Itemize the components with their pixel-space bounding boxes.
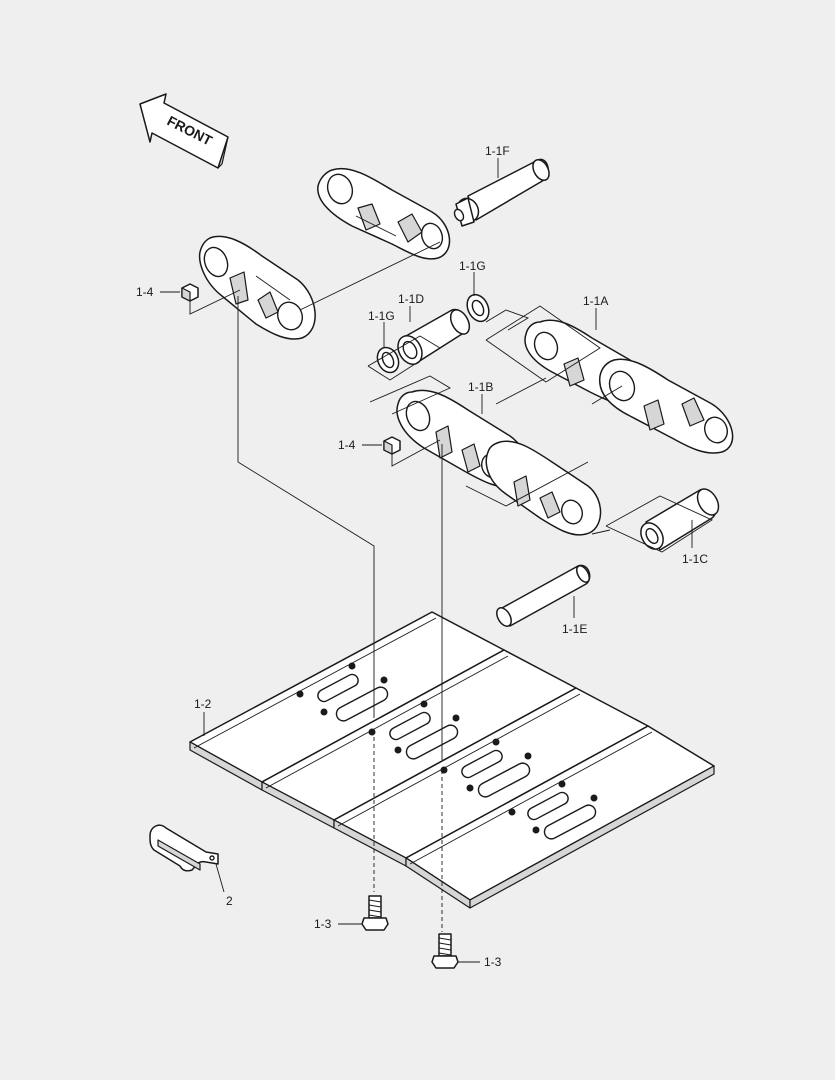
callout-leaders [160,158,693,963]
label-1-1G-left: 1-1G [368,309,395,323]
bushing-1-1D [397,308,471,365]
label-1-2: 1-2 [194,697,212,711]
pin-1-1F [453,158,550,227]
front-arrow: FRONT [139,93,229,169]
nut-1-4-mid [383,436,401,455]
bolt-1-3-right [431,933,459,969]
link-assembly-1-1B [369,375,602,536]
label-1-1G-top: 1-1G [459,259,486,273]
label-1-4-mid: 1-4 [338,438,356,452]
label-1-1D: 1-1D [398,292,424,306]
label-1-1A: 1-1A [583,294,608,308]
nut-1-4-top [181,283,199,302]
link-upper-left [198,235,316,340]
bushing-1-1C [605,488,720,553]
seal-1-1G-top [466,293,490,323]
label-1-1C: 1-1C [682,552,708,566]
label-1-4-top: 1-4 [136,285,154,299]
track-shoes-1-2 [189,611,715,909]
label-1-3-left: 1-3 [314,917,332,931]
label-1-1B: 1-1B [468,380,493,394]
link-assembly-1-1A [485,305,734,454]
label-1-1F: 1-1F [485,144,510,158]
link-upper-right [317,167,451,260]
assembly-lines [189,241,623,932]
label-1-1E: 1-1E [562,622,587,636]
label-2: 2 [226,894,233,908]
pin-1-1E [496,564,591,627]
bracket-2 [149,824,219,872]
label-1-3-right: 1-3 [484,955,502,969]
bolt-1-3-left [361,895,389,931]
callout-labels: 1-1F 1-1G 1-1D 1-1G 1-1A 1-4 1-1B 1-4 1-… [136,144,708,969]
leader-planes-seals [367,309,530,381]
